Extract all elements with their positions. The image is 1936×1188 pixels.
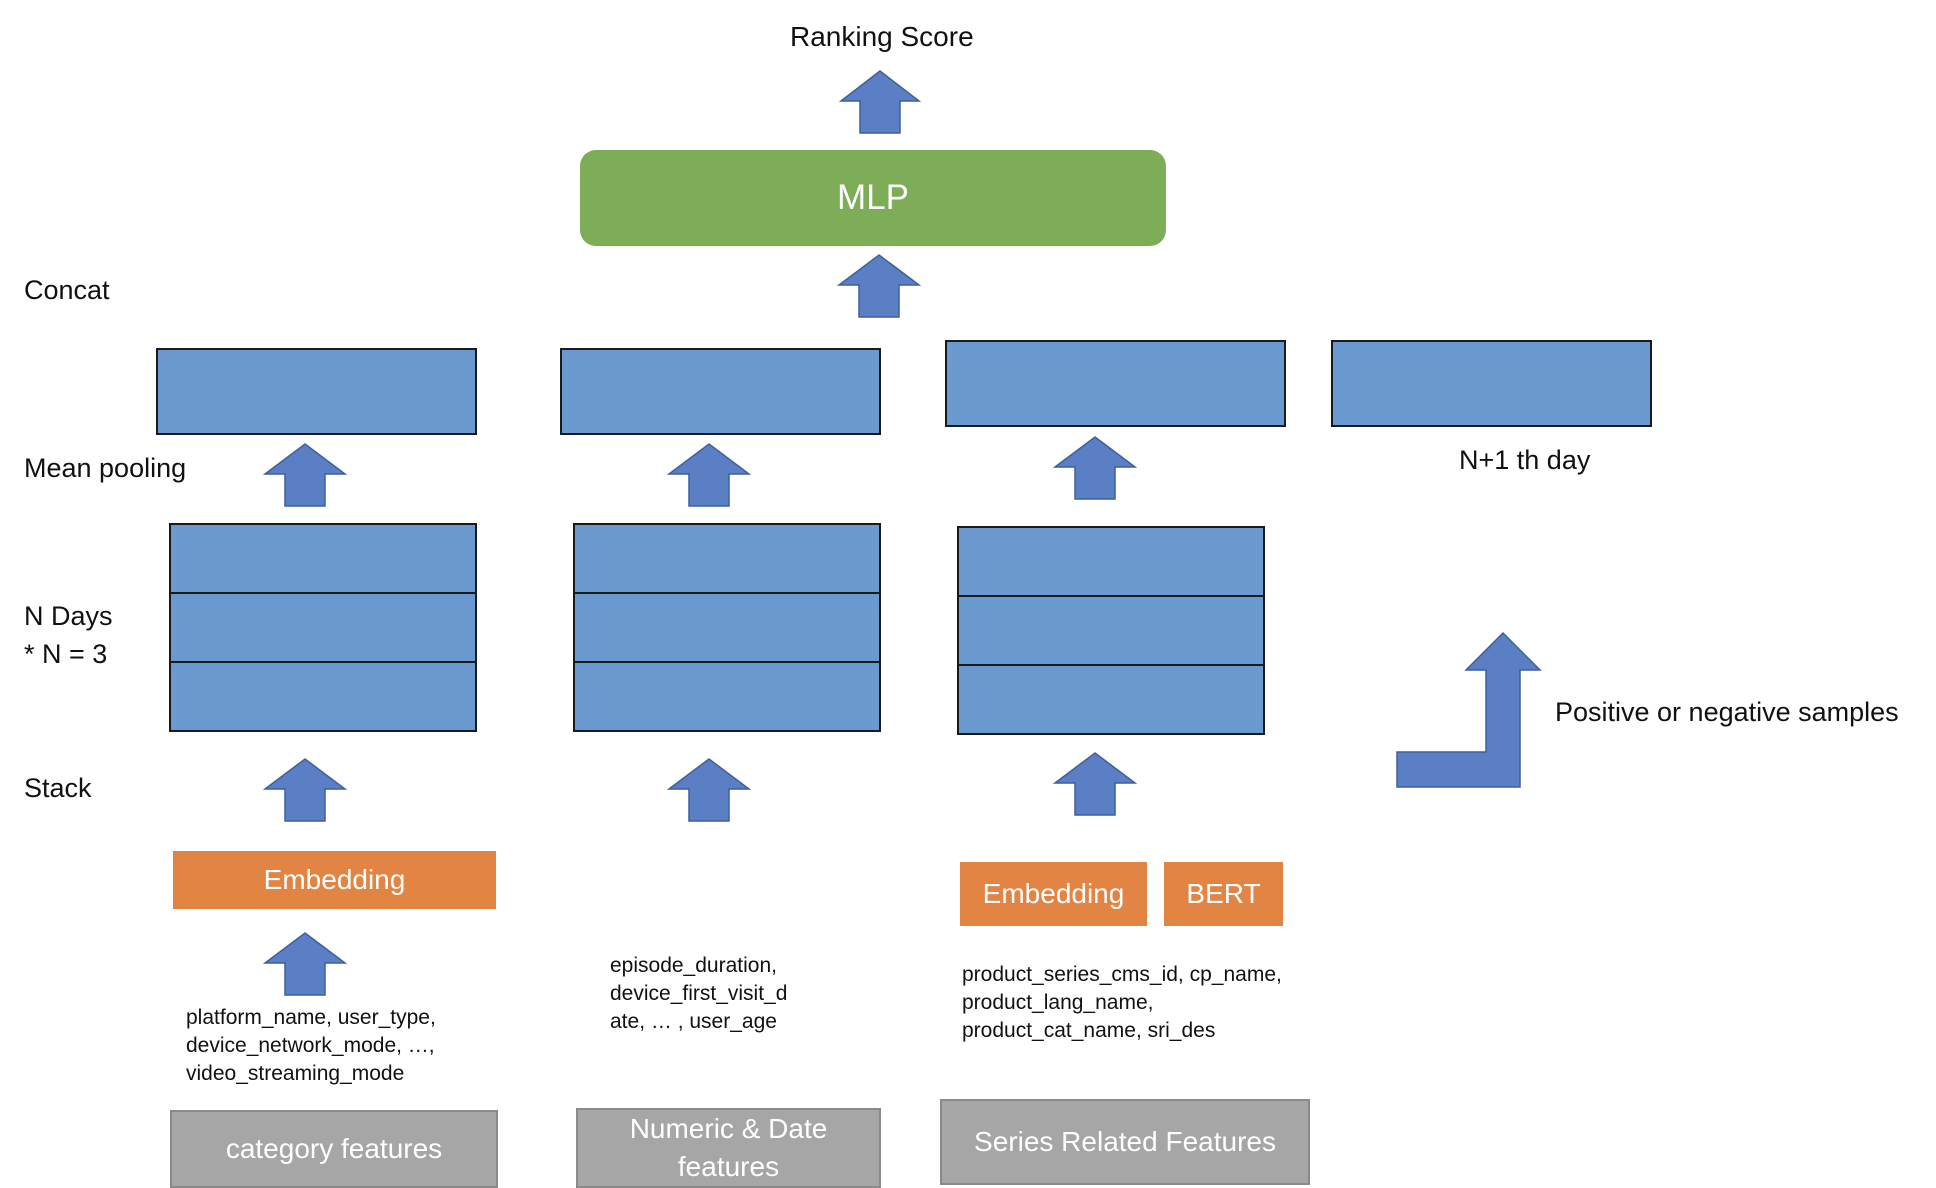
concat-label: Concat (24, 275, 110, 305)
day-row (959, 528, 1263, 597)
day-row (171, 663, 475, 730)
series-related-features-box: Series Related Features (940, 1099, 1310, 1185)
n-days-label: N Days (24, 601, 113, 631)
up-arrow-icon (838, 70, 922, 134)
day-row (575, 594, 879, 663)
ranking-score-label: Ranking Score (790, 21, 974, 52)
embedding-block-series: Embedding (960, 862, 1147, 926)
concat-box-category (156, 348, 477, 435)
n-equals-label: * N = 3 (24, 639, 108, 669)
up-arrow-icon (262, 758, 348, 822)
category-feature-list: platform_name, user_type, device_network… (186, 1006, 436, 1085)
concat-box-numeric (560, 348, 881, 435)
embedding-block-category: Embedding (173, 851, 496, 909)
series-feature-list: product_series_cms_id, cp_name, product_… (962, 963, 1282, 1042)
next-day-label: N+1 th day (1459, 445, 1591, 475)
day-row (959, 666, 1263, 733)
up-arrow-icon (262, 443, 348, 507)
bert-block: BERT (1164, 862, 1283, 926)
concat-box-next-day (1331, 340, 1652, 427)
samples-label: Positive or negative samples (1555, 697, 1899, 727)
category-features-box: category features (170, 1110, 498, 1188)
bent-up-arrow-icon (1396, 631, 1542, 788)
up-arrow-icon (836, 254, 922, 318)
day-row (959, 597, 1263, 666)
up-arrow-icon (262, 932, 348, 996)
up-arrow-icon (1052, 436, 1138, 500)
numeric-date-features-box: Numeric & Date features (576, 1108, 881, 1188)
up-arrow-icon (1052, 752, 1138, 816)
day-row (575, 663, 879, 730)
mlp-block: MLP (580, 150, 1166, 246)
up-arrow-icon (666, 758, 752, 822)
day-row (171, 594, 475, 663)
stack-label: Stack (24, 773, 92, 803)
numeric-feature-list: episode_duration, device_first_visit_d a… (610, 954, 788, 1033)
n-days-stack-series (957, 526, 1265, 735)
n-days-stack-category (169, 523, 477, 732)
day-row (575, 525, 879, 594)
day-row (171, 525, 475, 594)
mean-pooling-label: Mean pooling (24, 453, 187, 483)
n-days-stack-numeric (573, 523, 881, 732)
concat-box-series (945, 340, 1286, 427)
up-arrow-icon (666, 443, 752, 507)
